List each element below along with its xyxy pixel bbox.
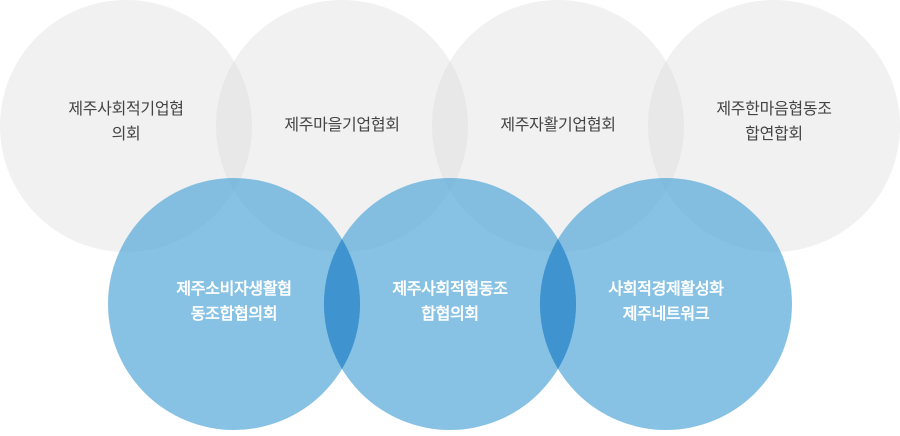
label-top-4: 제주한마음협동조 합연합회	[716, 99, 832, 143]
label-top-1: 제주사회적기업협 의회	[68, 99, 184, 143]
label-bottom-2: 제주사회적협동조 합협의회	[392, 279, 508, 323]
circle-bottom-1	[108, 178, 360, 430]
label-top-3: 제주자활기업협회	[500, 115, 616, 134]
label-bottom-1: 제주소비자생활협 동조합협의회	[176, 279, 292, 323]
circle-bottom-3	[540, 178, 792, 430]
label-bottom-3: 사회적경제활성화 제주네트워크	[608, 279, 724, 323]
circle-bottom-2	[324, 178, 576, 430]
label-top-2: 제주마을기업협회	[284, 115, 400, 134]
